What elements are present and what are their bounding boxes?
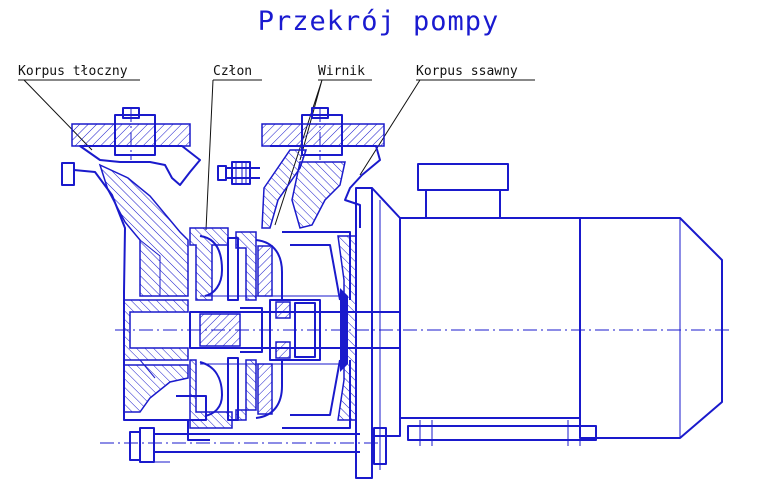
leader-lines bbox=[18, 79, 535, 231]
label-wirnik: Wirnik bbox=[318, 64, 365, 79]
label-czlon: Człon bbox=[213, 64, 253, 79]
label-korpus-ssawny: Korpus ssawny bbox=[416, 64, 518, 79]
stage-casing bbox=[189, 227, 257, 429]
electric-motor bbox=[399, 163, 723, 446]
label-korpus-tloczny: Korpus tłoczny bbox=[18, 64, 128, 79]
drawing-title: Przekrój pompy bbox=[257, 6, 500, 37]
discharge-casing bbox=[61, 107, 210, 441]
base-bolts bbox=[129, 427, 387, 465]
motor-flange bbox=[355, 187, 401, 479]
shaft-and-seal bbox=[189, 288, 401, 372]
